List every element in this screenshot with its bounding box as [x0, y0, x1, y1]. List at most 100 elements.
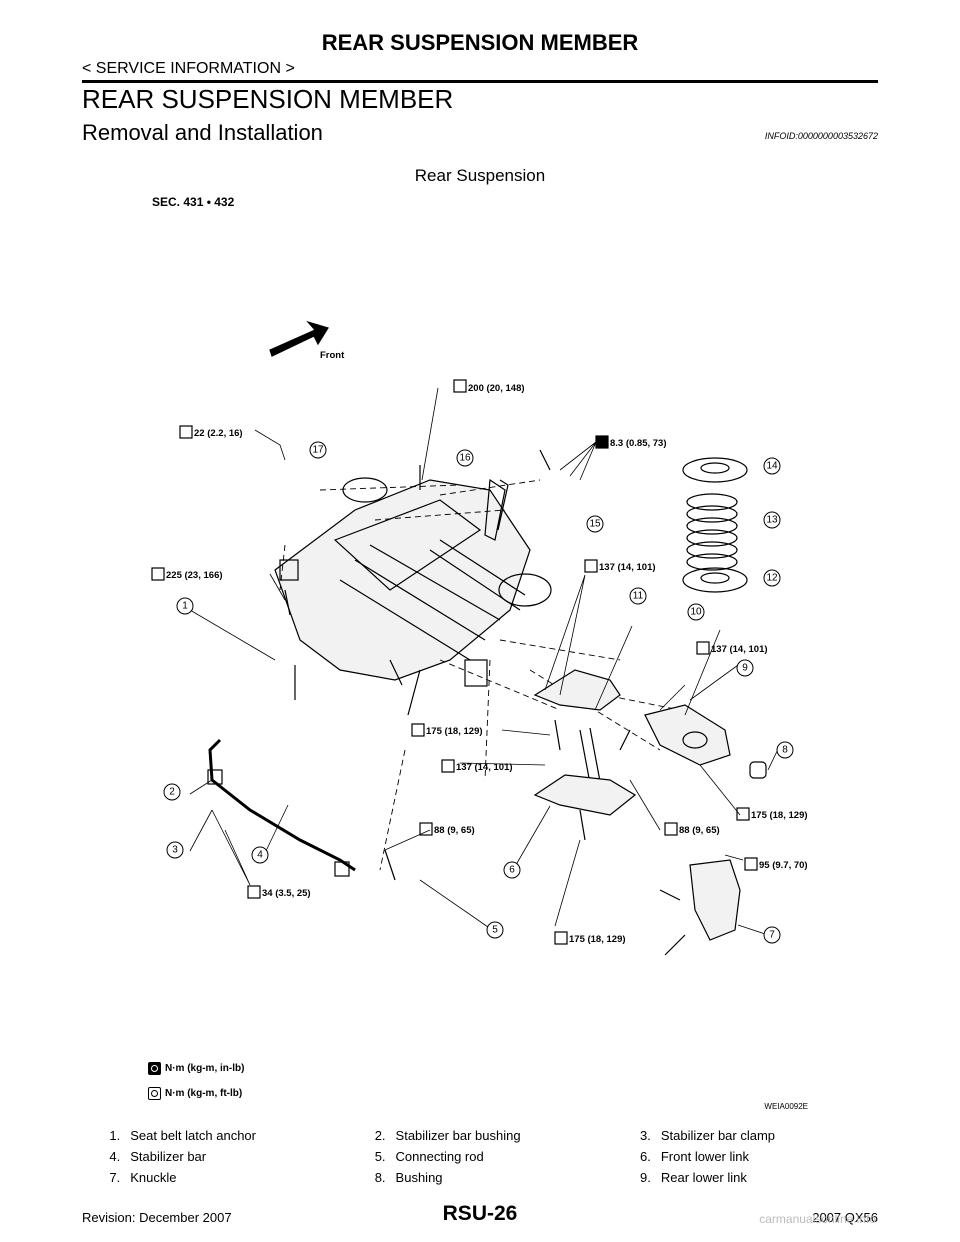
front-lower-link-shape — [533, 774, 637, 816]
callout-16-circle — [456, 449, 474, 467]
rear-lower-link-shape — [644, 704, 731, 766]
callout-12-circle — [763, 569, 781, 587]
callout-1-circle — [176, 597, 194, 615]
spring-assembly — [682, 457, 748, 593]
callout-10: 10 — [690, 607, 702, 618]
figure-id: WEIA0092E — [764, 1102, 808, 1111]
table-row: 1.Seat belt latch anchor 2.Stabilizer ba… — [109, 1128, 776, 1143]
callout-12: 12 — [766, 573, 778, 584]
callout-6-circle — [503, 861, 521, 879]
upper-link-shape — [533, 669, 621, 711]
wrench-filled-icon — [148, 1062, 161, 1075]
wrench-icon — [151, 567, 165, 581]
footer-revision: Revision: December 2007 — [82, 1210, 232, 1225]
rear-suspension-diagram: 1 2 3 4 5 6 7 8 9 10 11 12 13 14 15 16 1… — [151, 320, 808, 956]
wrench-icon — [595, 435, 609, 449]
callout-4-circle — [251, 846, 269, 864]
figure-caption: Rear Suspension — [414, 166, 546, 185]
parts-table: 1.Seat belt latch anchor 2.Stabilizer ba… — [82, 1126, 878, 1189]
torque-175-c: 175 (18, 129) — [569, 934, 626, 945]
callout-15-circle — [586, 515, 604, 533]
front-arrow-icon — [269, 320, 329, 357]
torque-137-b: 137 (14, 101) — [711, 644, 768, 655]
bushing-shape — [749, 761, 767, 779]
callout-3-circle — [166, 841, 184, 859]
torque-88-b: 88 (9, 65) — [679, 825, 720, 836]
knuckle-shape — [689, 859, 741, 941]
callout-8: 8 — [782, 745, 788, 756]
watermark: carmanualsonline.info — [759, 1212, 876, 1226]
wrench-icon — [148, 1087, 161, 1100]
wrench-icon — [441, 759, 455, 773]
torque-137-a: 137 (14, 101) — [599, 562, 656, 573]
legend-ft-lb: N·m (kg-m, ft-lb) — [148, 1087, 242, 1100]
torque-225: 225 (23, 166) — [166, 570, 223, 581]
callout-7: 7 — [769, 930, 775, 941]
callout-15: 15 — [589, 519, 601, 530]
torque-22: 22 (2.2, 16) — [194, 428, 243, 439]
footer-model: 2007 QX56 — [812, 1210, 878, 1225]
callout-13-circle — [763, 511, 781, 529]
footer-page-number: RSU-26 — [442, 1202, 518, 1225]
callout-14: 14 — [766, 461, 778, 472]
wrench-icon — [179, 425, 193, 439]
page-header-subtitle: < SERVICE INFORMATION > — [82, 60, 295, 77]
suspension-member-shape — [274, 477, 552, 687]
callout-17-circle — [309, 441, 327, 459]
callout-16: 16 — [459, 453, 471, 464]
wrench-icon — [247, 885, 261, 899]
torque-175-a: 175 (18, 129) — [426, 726, 483, 737]
callout-6: 6 — [509, 865, 515, 876]
callout-1: 1 — [182, 601, 188, 612]
callout-13: 13 — [766, 515, 778, 526]
callout-5: 5 — [492, 925, 498, 936]
torque-icons — [151, 379, 758, 945]
info-id: INFOID:0000000003532672 — [764, 131, 878, 141]
callout-3: 3 — [172, 845, 178, 856]
leader-lines — [189, 387, 781, 936]
callout-9-circle — [736, 659, 754, 677]
legend-ft-lb-text: N·m (kg-m, ft-lb) — [165, 1088, 243, 1099]
bolt-shapes — [284, 449, 686, 956]
page-header-title: REAR SUSPENSION MEMBER — [321, 30, 639, 55]
torque-137-c: 137 (14, 101) — [456, 762, 513, 773]
callout-2-circle — [163, 783, 181, 801]
wrench-icon — [554, 931, 568, 945]
callout-4: 4 — [257, 850, 263, 861]
torque-175-b: 175 (18, 129) — [751, 810, 808, 821]
torque-200: 200 (20, 148) — [468, 383, 525, 394]
callout-10-circle — [687, 603, 705, 621]
callout-circles — [163, 441, 794, 944]
torque-34: 34 (3.5, 25) — [262, 888, 311, 899]
legend-in-lb-text: N·m (kg-m, in-lb) — [165, 1063, 245, 1074]
section-subheading: Removal and Installation — [82, 120, 323, 145]
header-rule — [82, 80, 878, 83]
table-row: 4.Stabilizer bar 5.Connecting rod 6.Fron… — [109, 1149, 749, 1164]
callout-9: 9 — [742, 663, 748, 674]
section-heading: REAR SUSPENSION MEMBER — [82, 84, 454, 114]
callout-11: 11 — [633, 591, 644, 602]
callout-14-circle — [763, 457, 781, 475]
callout-11-circle — [629, 587, 647, 605]
wrench-icon — [411, 723, 425, 737]
wrench-icon — [584, 559, 598, 573]
wrench-icon — [419, 822, 433, 836]
stabilizer-bar-shape — [208, 738, 356, 872]
callout-2: 2 — [169, 787, 175, 798]
section-number: SEC. 431 • 432 — [152, 195, 235, 209]
torque-8-3: 8.3 (0.85, 73) — [610, 438, 667, 449]
table-row: 7.Knuckle 8.Bushing 9.Rear lower link — [109, 1170, 747, 1185]
wrench-icon — [664, 822, 678, 836]
wrench-icon — [696, 641, 710, 655]
callout-8-circle — [776, 741, 794, 759]
callout-7-circle — [763, 926, 781, 944]
connecting-rod-shape — [384, 849, 396, 881]
torque-88-a: 88 (9, 65) — [434, 825, 475, 836]
callout-5-circle — [486, 921, 504, 939]
bracket-shape — [484, 478, 509, 541]
front-label: Front — [320, 350, 345, 361]
wrench-icon — [744, 857, 758, 871]
torque-95: 95 (9.7, 70) — [759, 860, 808, 871]
wrench-icon — [453, 379, 467, 393]
wrench-icon — [736, 807, 750, 821]
